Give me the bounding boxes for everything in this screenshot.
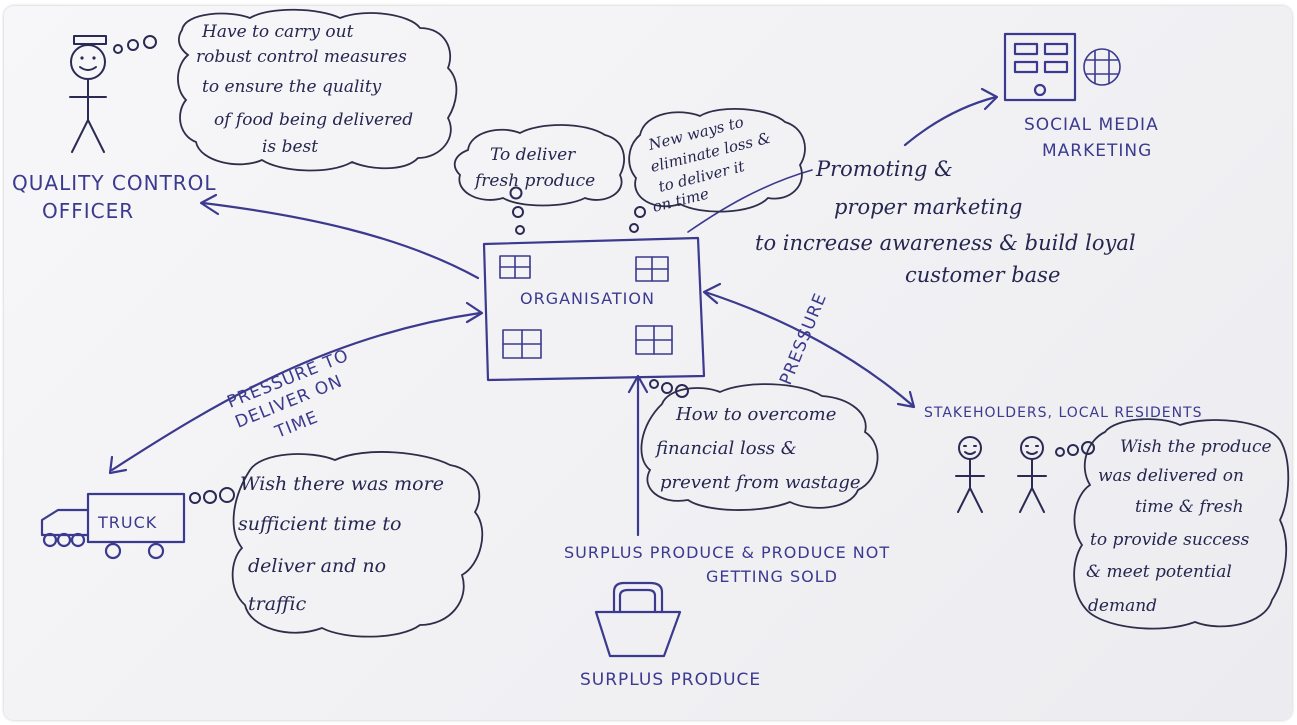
stakeholder-wish-line-6: demand [1088,596,1157,616]
financial-loss-line-1: How to overcome [675,404,836,425]
officer-cap-icon [73,35,107,45]
stakeholder-wish-line-2: was delivered on [1098,466,1244,486]
stakeholders-label: STAKEHOLDERS, LOCAL RESIDENTS [924,405,1203,421]
stakeholder-wish-line-3: time & fresh [1135,497,1244,517]
arrowhead-surplus [627,374,649,394]
cloud-outline [177,8,458,172]
arrowhead-stakeholders [896,390,916,409]
qc-officer-thought-cloud: Have to carry out robust control measure… [177,8,458,172]
financial-loss-thought-cloud: How to overcome financial loss & prevent… [640,383,879,511]
surplus-not-sold-label-1: SURPLUS PRODUCE & PRODUCE NOT [564,543,890,562]
arrow-truck-organisation [110,311,482,472]
truck-label: TRUCK [97,513,157,532]
truck-wish-line-1: Wish there was more [240,473,444,495]
stakeholders-node: STAKEHOLDERS, LOCAL RESIDENTS [924,405,1203,513]
promoting-line-1: Promoting & [815,157,953,181]
organisation-node: ORGANISATION [482,186,706,398]
social-media-node: SOCIAL MEDIA MARKETING [1003,32,1159,161]
truck-wish-thought-cloud: Wish there was more sufficient time to d… [231,451,484,638]
connectors [108,87,999,537]
arrow-to-quality-officer [201,201,480,280]
new-ways-thought-cloud: New ways to eliminate loss & to deliver … [628,107,806,216]
arrowhead-organisation-left [465,301,484,324]
organisation-building-outline [482,236,706,382]
truck-node: TRUCK [40,487,235,560]
truck-icon [40,492,186,560]
truck-wish-line-3: deliver and no [248,555,386,577]
surplus-produce-node: SURPLUS PRODUCE [580,581,761,690]
arrowhead-truck [108,455,128,475]
qc-thought-line-2: robust control measures [196,47,407,67]
promoting-annotation: Promoting & proper marketing to increase… [755,157,1136,287]
qc-thought-line-5: is best [262,137,318,157]
organisation-window-icon [499,255,673,359]
organisation-label: ORGANISATION [520,289,655,308]
deliver-fresh-line-1: To deliver [490,145,576,165]
basket-icon [594,581,682,658]
surplus-produce-label: SURPLUS PRODUCE [580,670,761,690]
arrow-stakeholders-organisation [703,290,914,407]
stakeholder-wish-thought-cloud: Wish the produce was delivered on time &… [1073,418,1290,630]
qc-thought-line-3: to ensure the quality [202,77,382,97]
deliver-fresh-line-2: fresh produce [473,171,595,191]
deliver-fresh-thought-cloud: To deliver fresh produce [453,124,625,207]
stakeholder-person-icon [955,436,985,513]
qc-thought-line-4: of food being delivered [214,110,413,130]
social-media-label-1: SOCIAL MEDIA [1024,115,1159,135]
arrowhead-organisation-right [702,282,722,305]
quality-control-officer-label-2: OFFICER [42,199,134,223]
financial-loss-line-3: prevent from wastage [660,472,861,493]
truck-wish-line-4: traffic [248,593,307,615]
arrowhead-quality-officer [199,193,220,216]
quality-control-officer: QUALITY CONTROL OFFICER [12,35,217,223]
surplus-not-sold-label-2: GETTING SOLD [706,567,838,586]
stakeholder-wish-line-5: & meet potential [1086,562,1232,582]
promoting-line-2: proper marketing [834,195,1022,219]
globe-icon [1083,48,1121,86]
promoting-line-4: customer base [905,263,1060,287]
stakeholder-wish-line-4: to provide success [1090,530,1250,550]
qc-thought-line-1: Have to carry out [201,22,354,42]
stakeholder-pressure-label: PRESSURE [776,290,831,388]
phone-icon [1003,32,1077,102]
arrowhead-social-media [980,87,999,111]
link-to-promoting [687,169,813,233]
quality-control-officer-label-1: QUALITY CONTROL [12,171,217,195]
financial-loss-line-2: financial loss & [654,438,797,459]
officer-head-icon [70,44,106,80]
promoting-line-3: to increase awareness & build loyal [755,231,1136,255]
paper-sheet [4,6,1292,720]
stakeholder-person-icon-2 [1017,436,1047,513]
stakeholder-wish-line-1: Wish the produce [1120,437,1272,457]
social-media-label-2: MARKETING [1042,141,1152,161]
truck-wish-line-2: sufficient time to [238,513,402,535]
arrow-to-social-media [903,95,998,147]
